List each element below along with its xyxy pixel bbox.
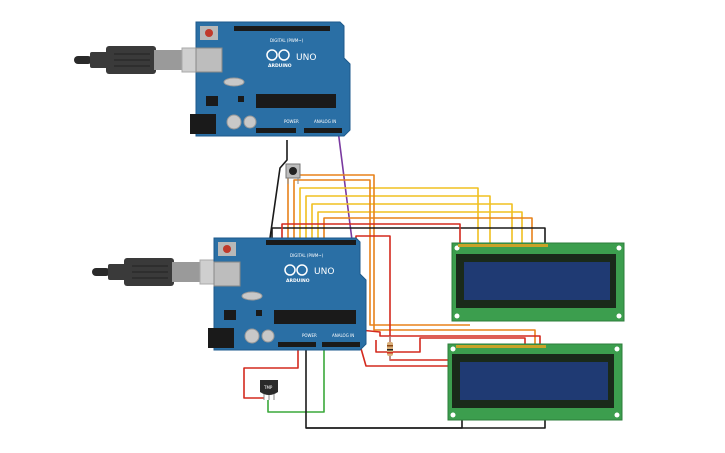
arduino-uno-bottom[interactable]: DIGITAL (PWM~) ARDUINO UNO POWER ANALOG …	[208, 237, 367, 351]
digital-header-top[interactable]	[234, 26, 330, 31]
usb-cable-top[interactable]	[74, 46, 217, 74]
arduino-logo-bottom	[284, 264, 308, 276]
wire-orange-3[interactable]	[287, 174, 536, 345]
lcd-screen-1	[464, 262, 610, 300]
arduino-logo-top	[266, 49, 290, 61]
arduino-uno-top[interactable]: DIGITAL (PWM~) ARDUINO UNO POWER ANALOG …	[190, 21, 351, 137]
digital-header-bottom[interactable]	[266, 240, 356, 245]
wires	[243, 39, 546, 429]
temperature-sensor[interactable]: TMP	[260, 380, 278, 400]
power-jack-top	[190, 114, 216, 134]
analog-label-top: ANALOG IN	[314, 119, 336, 124]
wire-red-bus[interactable]	[281, 223, 461, 246]
atmega-chip-bottom	[274, 310, 356, 324]
wire-yellow-4[interactable]	[317, 211, 523, 246]
atmega-chip-top	[256, 94, 336, 108]
lcd-display-1[interactable]	[451, 242, 625, 322]
wire-yellow-3[interactable]	[311, 203, 513, 246]
power-label-bottom: POWER	[302, 333, 317, 338]
wire-red-lcd2-a[interactable]	[375, 337, 526, 353]
model-text-top: UNO	[296, 53, 316, 63]
pushbutton[interactable]	[285, 163, 301, 184]
lcd-header-2	[456, 345, 546, 348]
wire-green-sensor[interactable]	[267, 348, 325, 413]
usb-cable-bottom[interactable]	[92, 258, 235, 286]
digital-label-bottom: DIGITAL (PWM~)	[290, 253, 324, 258]
temperature-sensor-icon	[260, 380, 278, 395]
logo-text-top: ARDUINO	[268, 63, 292, 69]
wire-red-right-1[interactable]	[355, 235, 466, 361]
wire-orange-1[interactable]	[293, 179, 470, 326]
usb-cable-icon	[114, 53, 150, 67]
lcd-screen-2	[460, 362, 608, 400]
usb-cable-icon	[132, 265, 168, 279]
wire-black-bus[interactable]	[271, 227, 546, 246]
wire-red-sensor[interactable]	[243, 348, 299, 399]
model-text-bottom: UNO	[314, 267, 334, 277]
pushbutton-icon	[289, 167, 297, 175]
logo-text-bottom: ARDUINO	[286, 278, 310, 284]
wire-yellow-1[interactable]	[299, 187, 479, 246]
analog-label-bottom: ANALOG IN	[332, 333, 354, 338]
power-label-top: POWER	[284, 119, 299, 124]
lcd-header-1	[458, 244, 548, 247]
resistor[interactable]	[387, 336, 393, 360]
digital-label-top: DIGITAL (PWM~)	[270, 38, 304, 43]
sensor-label: TMP	[263, 385, 273, 390]
wire-red-right-2[interactable]	[359, 329, 541, 345]
wire-yellow-2[interactable]	[305, 195, 491, 246]
lcd-display-2[interactable]	[447, 343, 623, 421]
power-jack-bottom	[208, 328, 234, 348]
wire-black-top-to-bottom[interactable]	[269, 140, 288, 239]
